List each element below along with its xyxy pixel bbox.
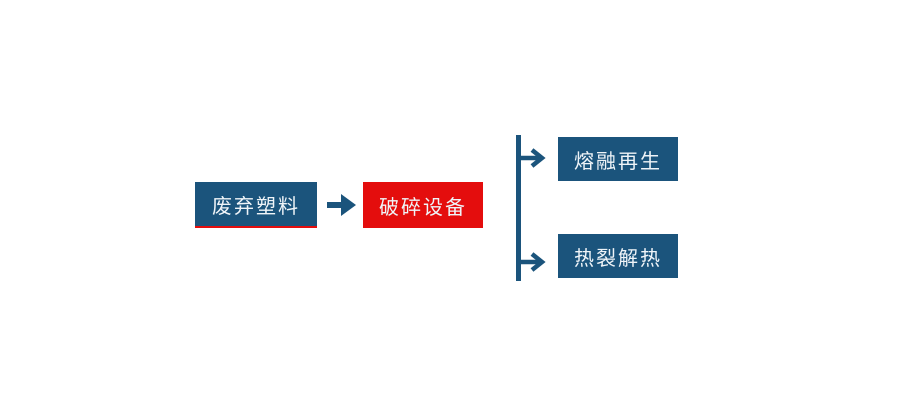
flow-node-waste-plastic: 废弃塑料 — [195, 182, 317, 228]
branch-arrow-top-icon — [518, 148, 546, 168]
branch-connector — [516, 135, 546, 281]
flow-node-crushing-equipment: 破碎设备 — [363, 182, 483, 228]
branch-arrow-bottom-icon — [518, 252, 546, 272]
flow-node-pyrolysis-label: 热裂解热 — [574, 247, 662, 270]
flow-node-melt-regeneration-label: 熔融再生 — [574, 150, 662, 173]
flow-node-waste-plastic-label: 废弃塑料 — [212, 195, 300, 218]
arrow-right-icon — [327, 194, 356, 216]
flow-node-crushing-equipment-label: 破碎设备 — [379, 196, 467, 219]
flow-node-melt-regeneration: 熔融再生 — [558, 137, 678, 181]
flow-node-pyrolysis: 热裂解热 — [558, 234, 678, 278]
